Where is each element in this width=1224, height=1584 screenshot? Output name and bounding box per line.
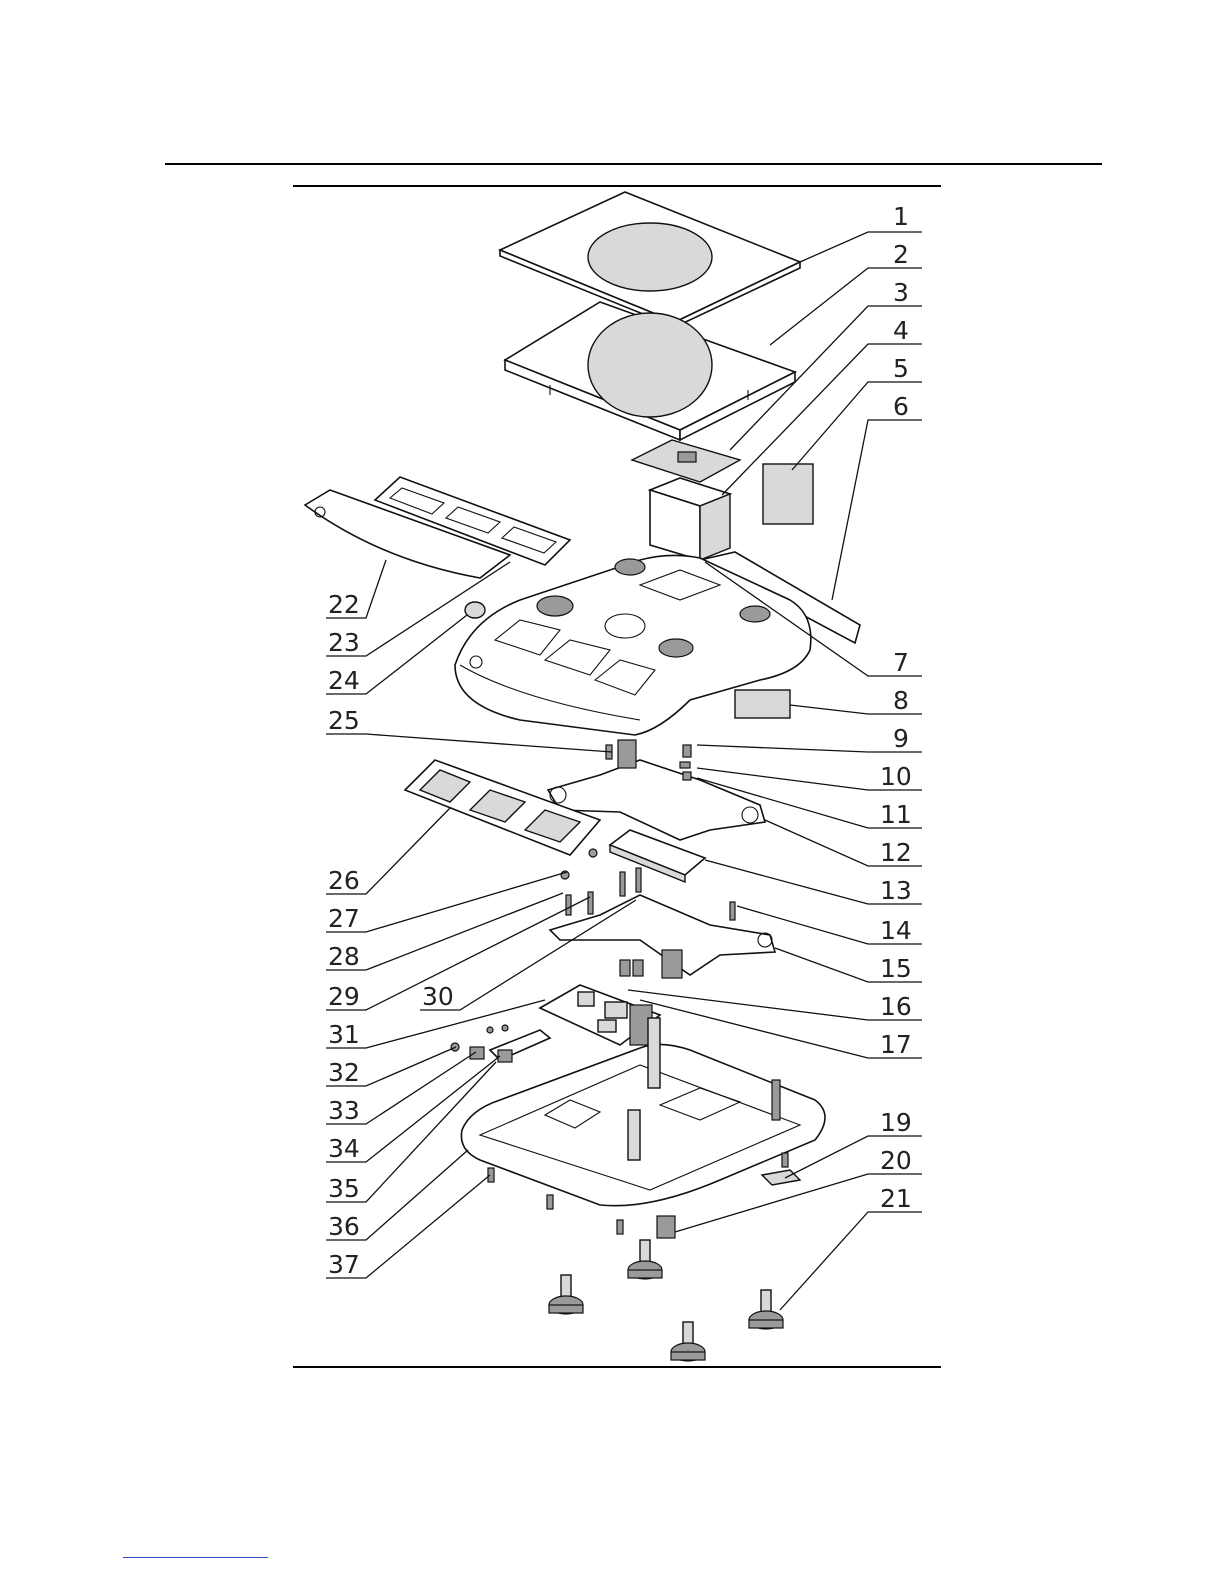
callout-7: 7 <box>893 648 909 677</box>
callout-6: 6 <box>893 392 909 421</box>
callout-33: 33 <box>328 1096 360 1125</box>
callout-24: 24 <box>328 666 360 695</box>
callout-12: 12 <box>880 838 912 867</box>
weighing-pan <box>500 192 800 327</box>
power-socket <box>657 1216 675 1238</box>
battery-box <box>650 478 730 560</box>
callout-22: 22 <box>328 590 360 619</box>
callout-32: 32 <box>328 1058 360 1087</box>
rating-label <box>735 690 790 718</box>
callout-30: 30 <box>422 982 454 1011</box>
callout-15: 15 <box>880 954 912 983</box>
callout-11: 11 <box>880 800 912 829</box>
callout-35: 35 <box>328 1174 360 1203</box>
callout-31: 31 <box>328 1020 360 1049</box>
callout-27: 27 <box>328 904 360 933</box>
callout-37: 37 <box>328 1250 360 1279</box>
callout-34: 34 <box>328 1134 360 1163</box>
callout-16: 16 <box>880 992 912 1021</box>
callout-8: 8 <box>893 686 909 715</box>
connector-plate <box>451 1025 550 1062</box>
callout-17: 17 <box>880 1030 912 1059</box>
card-label <box>763 464 813 524</box>
callout-20: 20 <box>880 1146 912 1175</box>
battery-cover <box>632 440 740 482</box>
bottom-sticker <box>762 1170 800 1185</box>
callout-10: 10 <box>880 762 912 791</box>
callout-26: 26 <box>328 866 360 895</box>
callout-2: 2 <box>893 240 909 269</box>
callout-25: 25 <box>328 706 360 735</box>
callout-29: 29 <box>328 982 360 1011</box>
pan-support <box>505 302 795 440</box>
callout-4: 4 <box>893 316 909 345</box>
callout-14: 14 <box>880 916 912 945</box>
callout-19: 19 <box>880 1108 912 1137</box>
callout-13: 13 <box>880 876 912 905</box>
callout-3: 3 <box>893 278 909 307</box>
callout-23: 23 <box>328 628 360 657</box>
callout-21: 21 <box>880 1184 912 1213</box>
callouts-right: 1 2 3 4 5 6 7 8 9 10 11 12 13 14 15 16 1… <box>880 202 912 1213</box>
callout-36: 36 <box>328 1212 360 1241</box>
callout-28: 28 <box>328 942 360 971</box>
callout-5: 5 <box>893 354 909 383</box>
main-pcb <box>540 985 660 1045</box>
callout-9: 9 <box>893 724 909 753</box>
button-cap <box>465 602 485 618</box>
callout-1: 1 <box>893 202 909 231</box>
leveling-feet <box>549 1240 783 1361</box>
